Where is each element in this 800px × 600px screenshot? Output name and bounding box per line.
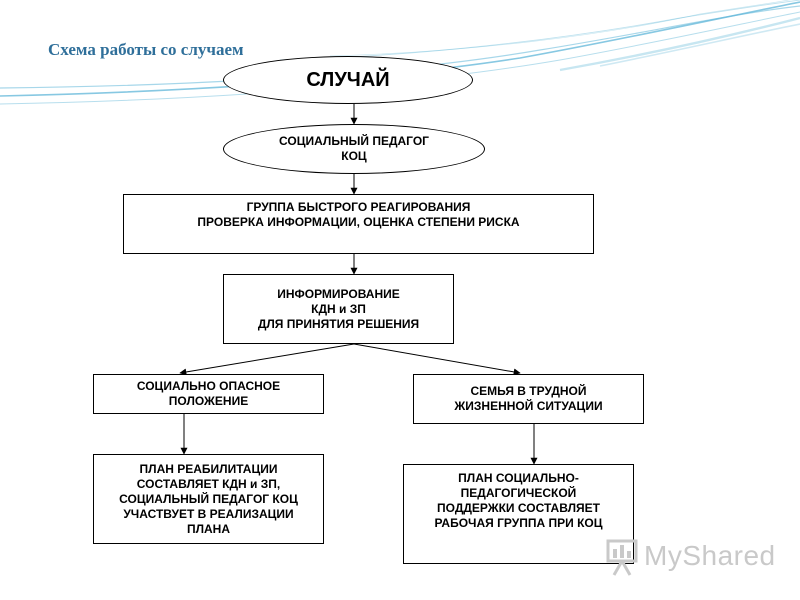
node-informing: ИНФОРМИРОВАНИЕ КДН и ЗП ДЛЯ ПРИНЯТИЯ РЕШ… <box>223 274 454 344</box>
node-social-teacher: СОЦИАЛЬНЫЙ ПЕДАГОГ КОЦ <box>223 124 485 174</box>
node-difficult-situation: СЕМЬЯ В ТРУДНОЙ ЖИЗНЕННОЙ СИТУАЦИИ <box>413 374 644 424</box>
wave-lines <box>0 0 800 105</box>
node-case: СЛУЧАЙ <box>223 56 473 104</box>
node-support-plan: ПЛАН СОЦИАЛЬНО- ПЕДАГОГИЧЕСКОЙ ПОДДЕРЖКИ… <box>403 464 634 564</box>
presentation-board-icon <box>606 539 638 576</box>
slide-title: Схема работы со случаем <box>48 40 244 59</box>
node-rehabilitation-plan: ПЛАН РЕАБИЛИТАЦИИ СОСТАВЛЯЕТ КДН и ЗП, С… <box>93 454 324 544</box>
watermark-logo: MyShared <box>606 537 776 577</box>
node-socially-dangerous: СОЦИАЛЬНО ОПАСНОЕ ПОЛОЖЕНИЕ <box>93 374 324 414</box>
arrow-informing-to-dangerous <box>179 343 355 376</box>
node-rapid-response-group: ГРУППА БЫСТРОГО РЕАГИРОВАНИЯ ПРОВЕРКА ИН… <box>123 194 594 254</box>
watermark-text: MyShared <box>644 540 776 571</box>
connectors <box>179 104 538 465</box>
arrow-informing-to-difficult <box>353 343 521 376</box>
